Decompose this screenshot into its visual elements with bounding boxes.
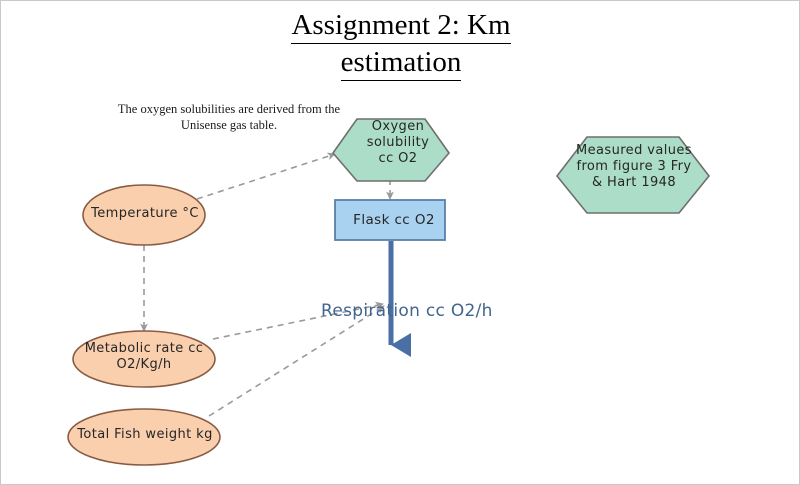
connector-temperature-to-oxygen-solubility	[196, 152, 337, 200]
node-measured-values[interactable]	[555, 136, 711, 214]
node-flask[interactable]	[334, 199, 446, 241]
page-title-line-1: Assignment 2: Km	[291, 7, 511, 44]
connector-fish-weight-to-respiration	[208, 305, 385, 417]
respiration-flow-label: Respiration cc O2/h	[321, 301, 493, 321]
node-total-fish-weight[interactable]	[67, 408, 221, 466]
connector-metabolic-rate-to-respiration	[212, 301, 385, 340]
page-title-line-2: estimation	[340, 44, 462, 81]
note-text: The oxygen solubilities are derived from…	[117, 102, 341, 132]
node-oxygen-solubility[interactable]	[331, 118, 451, 182]
node-temperature[interactable]	[82, 184, 206, 246]
node-metabolic-rate[interactable]	[72, 330, 216, 388]
page-title: Assignment 2: Km estimation	[201, 7, 601, 81]
